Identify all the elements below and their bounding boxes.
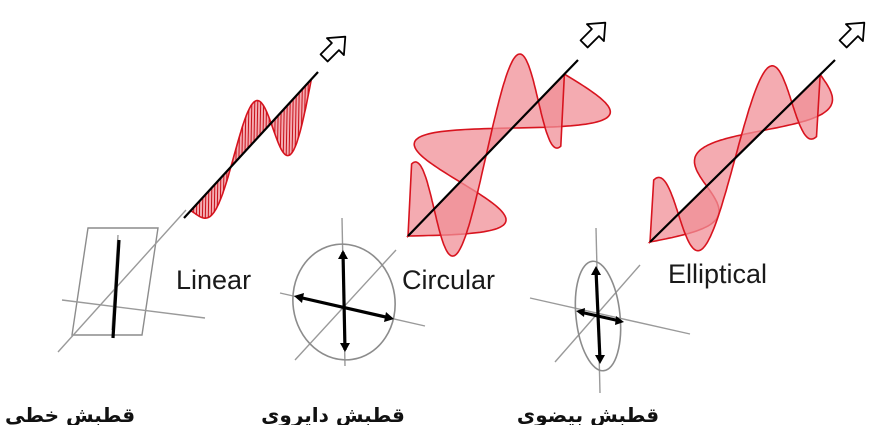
circular-field-vector-horizontal (297, 295, 391, 320)
linear-panel: Linear قطبش خطی (5, 35, 347, 425)
wave-hatch-line (288, 102, 291, 156)
wave-hatch-line (301, 89, 303, 127)
wave-hatch-line (250, 104, 253, 146)
circular-english-label: Circular (402, 265, 495, 295)
wave-hatch-line (279, 112, 282, 148)
elliptical-english-label: Elliptical (668, 259, 767, 289)
linear-field-vector (111, 239, 121, 339)
elliptical-panel: Elliptical قطبش بیضوی (517, 21, 866, 425)
elliptical-field-vector-horizontal (579, 310, 621, 323)
elliptical-polarization-ring (574, 260, 622, 372)
wave-hatch-line (304, 85, 306, 113)
wave-hatch-line (294, 95, 297, 147)
wave-hatch-line (256, 100, 259, 139)
wave-hatch-line (238, 136, 240, 159)
wave-hatch-line (213, 184, 216, 212)
wave-hatch-line (216, 181, 219, 207)
wave-hatch-line (297, 92, 300, 138)
wave-hatch-line (277, 115, 279, 142)
wave-hatch-line (253, 101, 256, 142)
wave-hatch-line (262, 105, 265, 132)
elliptical-propagation-axis (649, 59, 836, 243)
circular-panel: Circular قطبش دایروی (261, 21, 612, 425)
linear-wave (189, 76, 313, 219)
circular-field-vector-vertical (341, 251, 347, 351)
circular-persian-label: قطبش دایروی (261, 403, 405, 425)
circular-arrow-icon (579, 21, 607, 49)
wave-lobe (407, 53, 566, 257)
elliptical-persian-label: قطبش بیضوی (517, 403, 659, 425)
elliptical-arrow-icon (838, 21, 866, 49)
wave-hatch-line (259, 102, 262, 136)
wave-hatch-line (285, 105, 288, 156)
circular-polarization-ring (292, 243, 396, 361)
wave-lobe (649, 65, 822, 252)
wave-hatch-line (244, 117, 247, 152)
circular-propagation-axis (407, 59, 579, 237)
wave-hatch-line (291, 98, 294, 153)
linear-arrow-icon (319, 35, 347, 63)
circular-cross-section (279, 217, 426, 367)
elliptical-wave (647, 65, 834, 252)
linear-cross-section (57, 209, 206, 353)
wave-hatch-line (247, 109, 250, 149)
linear-propagation-axis (183, 71, 319, 219)
circular-wave (406, 53, 612, 257)
wave-hatch-line (210, 187, 213, 216)
linear-english-label: Linear (176, 265, 251, 295)
linear-persian-label: قطبش خطی (5, 403, 135, 425)
wave-hatch-line (282, 108, 285, 153)
wave-hatch-line (241, 126, 243, 155)
linear-frame (71, 227, 159, 336)
wave-hatch-line (207, 190, 210, 218)
elliptical-cross-section (529, 227, 691, 394)
wave-hatch-line (204, 194, 207, 219)
